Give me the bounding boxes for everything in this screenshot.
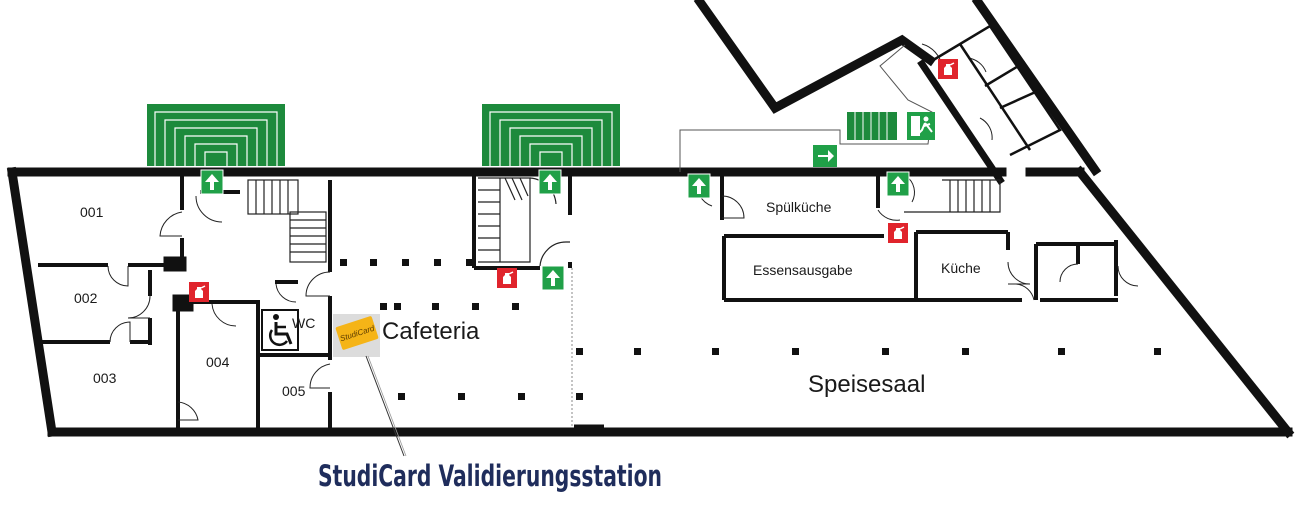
interior-walls-north-east [929, 24, 1062, 157]
fire-extinguisher-icon [887, 222, 909, 244]
exit-sign-cafeteria [541, 265, 565, 291]
room-label-kueche: Küche [941, 260, 981, 276]
stair-west [247, 179, 327, 263]
room-label-003: 003 [93, 370, 117, 386]
exit-sign-east [687, 173, 711, 199]
stair-pyramid-west [146, 103, 286, 167]
interior-walls-west [38, 176, 332, 430]
exit-arrow-right-icon [813, 145, 837, 167]
room-label-005: 005 [282, 383, 306, 399]
fire-extinguisher-icon [496, 267, 518, 289]
room-label-spuelkueche: Spülküche [766, 199, 832, 215]
room-label-001: 001 [80, 204, 104, 220]
room-label-essensausgabe: Essensausgabe [753, 262, 853, 278]
ne-corridor-outline [679, 44, 933, 172]
outer-walls [6, 0, 1295, 439]
room-label-wc: WC [292, 315, 315, 331]
door-swings-west [107, 195, 331, 421]
wheelchair-icon [261, 309, 299, 351]
fire-extinguisher-icon [937, 58, 959, 80]
fire-extinguisher-icon [188, 281, 210, 303]
room-label-speisesaal: Speisesaal [808, 371, 925, 398]
interior-walls-kitchen [720, 176, 1118, 302]
room-label-004: 004 [206, 354, 230, 370]
callout-line [365, 355, 405, 457]
columns [340, 259, 1161, 400]
running-man-exit-icon [907, 112, 935, 140]
stair-pyramid-center [481, 103, 621, 167]
stair-north-east [847, 112, 897, 140]
exit-sign-kitchen [886, 171, 910, 197]
room-label-cafeteria: Cafeteria [382, 318, 480, 345]
studicard-station: StudiCard [333, 314, 380, 357]
stair-kitchen [904, 179, 1001, 213]
room-label-002: 002 [74, 290, 98, 306]
exit-sign-west [200, 169, 224, 195]
exit-sign-center [538, 169, 562, 195]
callout-studicard-validation: StudiCard Validierungsstation [318, 459, 662, 493]
